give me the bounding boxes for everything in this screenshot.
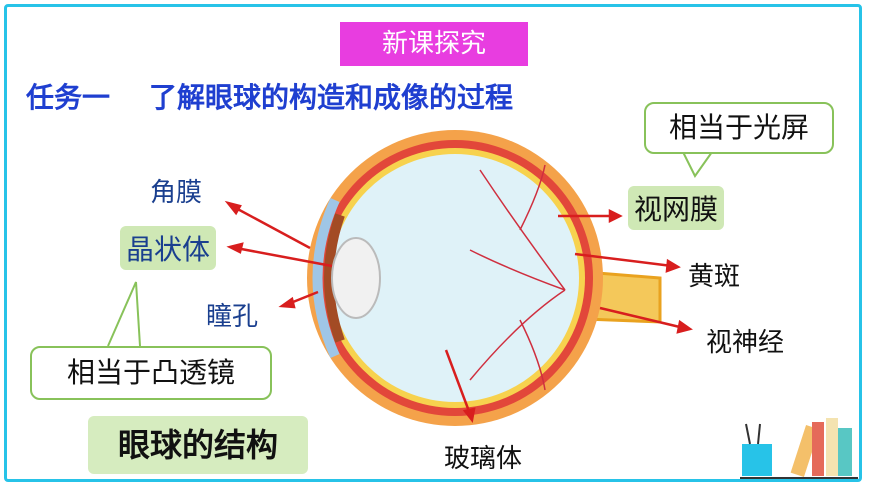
callout-convex-lens: 相当于凸透镜 bbox=[30, 346, 272, 400]
lens-shape bbox=[331, 237, 381, 319]
vitreous-body bbox=[331, 154, 579, 402]
books-icon bbox=[740, 418, 858, 479]
label-vitreous: 玻璃体 bbox=[444, 444, 523, 474]
label-optic-nerve: 视神经 bbox=[706, 328, 785, 358]
label-pupil: 瞳孔 bbox=[206, 302, 259, 332]
cornea-shape bbox=[312, 197, 340, 359]
label-retina: 视网膜 bbox=[628, 186, 725, 230]
lens-callout-tail bbox=[107, 281, 141, 347]
screen-callout-tail bbox=[682, 151, 713, 178]
callout-screen: 相当于光屏 bbox=[644, 102, 834, 154]
label-lens: 晶状体 bbox=[120, 226, 217, 270]
label-macula: 黄斑 bbox=[688, 262, 741, 292]
structure-caption: 眼球的结构 bbox=[88, 416, 308, 474]
slide-frame bbox=[4, 4, 862, 482]
section-tag: 新课探究 bbox=[340, 22, 528, 66]
iris-shape bbox=[324, 213, 345, 343]
label-cornea: 角膜 bbox=[150, 178, 203, 208]
task-title: 任务一 了解眼球的构造和成像的过程 bbox=[26, 81, 513, 114]
pointer-arrows bbox=[224, 200, 693, 423]
blood-vessels bbox=[469, 164, 566, 391]
